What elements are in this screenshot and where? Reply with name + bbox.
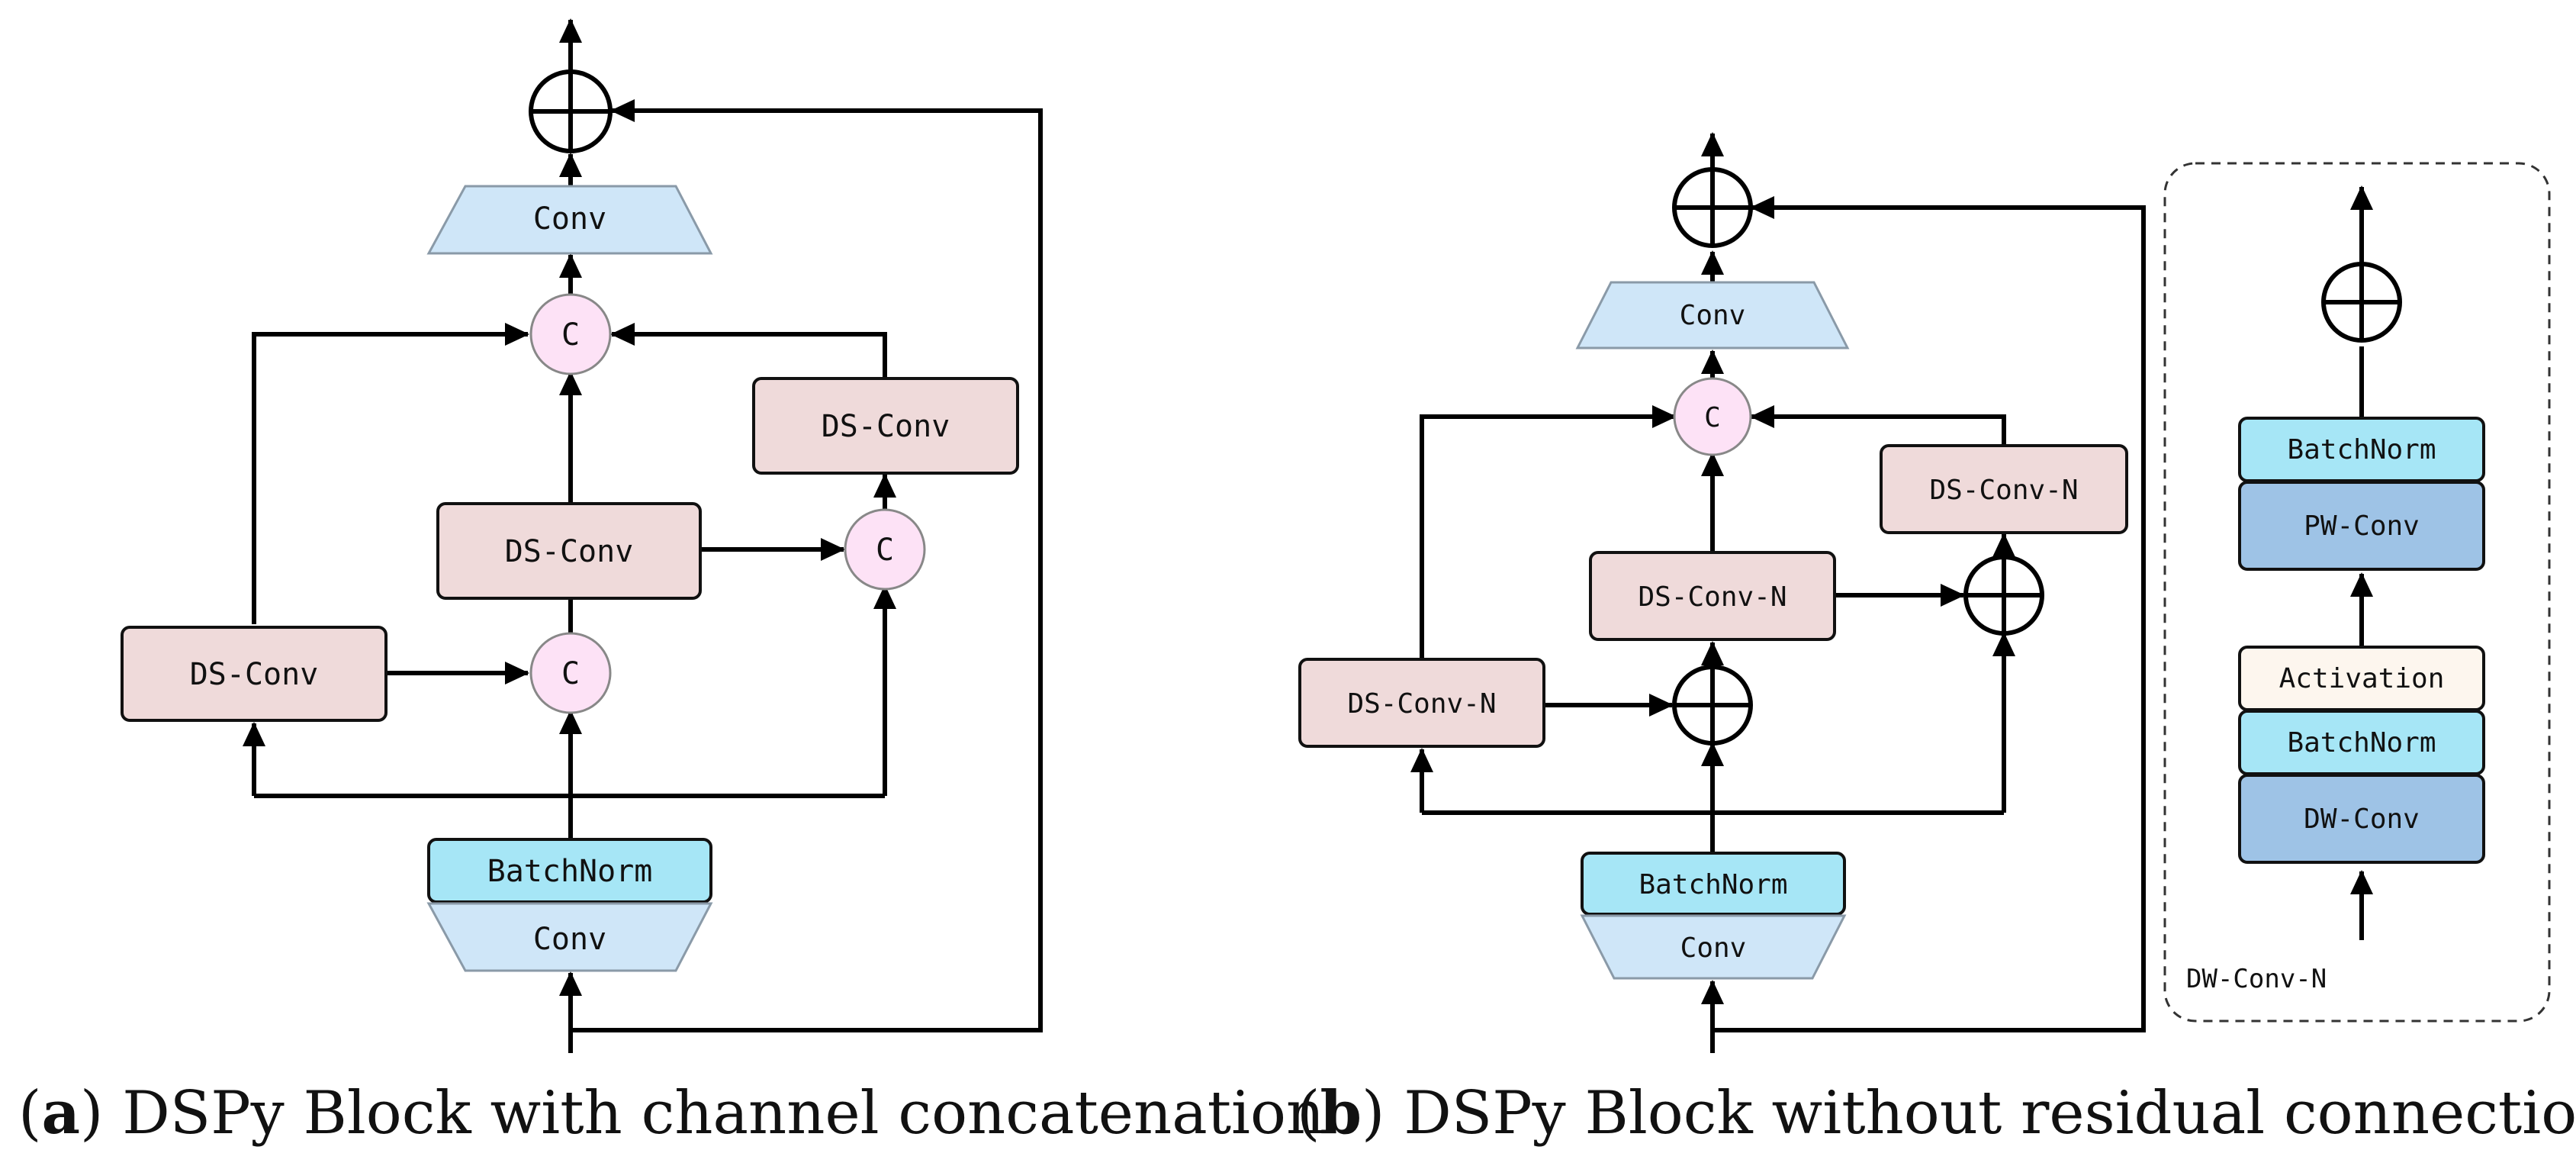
panel-b-concat-label: C xyxy=(1704,402,1721,433)
panel-a-ds-conv-mid-label: DS-Conv xyxy=(505,534,634,569)
inset-batchnorm-bottom-label: BatchNorm xyxy=(2287,727,2436,759)
inset-add-node xyxy=(2321,262,2402,343)
inset-dashed-border xyxy=(2163,162,2551,1023)
panel-a-batchnorm-label: BatchNorm xyxy=(487,854,653,889)
inset-dw-conv: DW-Conv xyxy=(2238,774,2485,864)
panel-a-add-node xyxy=(529,69,613,153)
panel-a-ds-conv-left-label: DS-Conv xyxy=(190,657,319,692)
panel-b-conv-top: Conv xyxy=(1575,281,1850,349)
panel-b-ds-conv-n-right-label: DS-Conv-N xyxy=(1929,475,2078,506)
panel-a-concat-right: C xyxy=(844,508,926,591)
panel-a-ds-conv-mid: DS-Conv xyxy=(436,502,702,600)
panel-b-ds-conv-n-left-label: DS-Conv-N xyxy=(1347,688,1496,720)
panel-a-concat-bottom-label: C xyxy=(561,656,580,691)
panel-a-concat-top-label: C xyxy=(561,317,580,353)
panel-a-connections xyxy=(243,18,1043,1053)
panel-b-caption-letter: b xyxy=(1320,1078,1362,1148)
inset-batchnorm-top: BatchNorm xyxy=(2238,417,2485,482)
panel-b-ds-conv-n-mid: DS-Conv-N xyxy=(1589,551,1836,641)
inset-pw-conv: PW-Conv xyxy=(2238,481,2485,571)
panel-a-conv-bottom: Conv xyxy=(426,902,713,972)
panel-b-caption-text: DSPy Block without residual connections xyxy=(1404,1079,2576,1148)
panel-b-ds-conv-n-mid-label: DS-Conv-N xyxy=(1638,581,1786,613)
panel-b-concat: C xyxy=(1673,377,1752,456)
inset-batchnorm-top-label: BatchNorm xyxy=(2287,434,2436,465)
panel-a-concat-right-label: C xyxy=(876,533,894,568)
panel-b-conv-bottom-label: Conv xyxy=(1680,932,1747,964)
panel-a-caption-text: DSPy Block with channel concatenation xyxy=(122,1079,1324,1148)
inset-title: DW-Conv-N xyxy=(2186,964,2327,994)
panel-a-ds-conv-right: DS-Conv xyxy=(752,377,1019,475)
panel-b-batchnorm: BatchNorm xyxy=(1581,852,1846,916)
inset-dw-conv-label: DW-Conv xyxy=(2304,804,2420,835)
panel-b-add-node-mid xyxy=(1672,665,1753,746)
panel-a-batchnorm: BatchNorm xyxy=(427,838,712,903)
panel-b-ds-conv-n-right: DS-Conv-N xyxy=(1880,444,2128,534)
inset-activation-label: Activation xyxy=(2279,663,2445,694)
panel-a: Conv C DS-Conv DS-Conv C DS-Conv xyxy=(18,18,1324,1148)
panel-a-concat-top: C xyxy=(529,293,612,375)
panel-b-conv-top-label: Conv xyxy=(1680,300,1746,331)
panel-b: Conv C DS-Conv-N DS-Conv-N DS-Conv-N xyxy=(1297,132,2576,1148)
inset-activation: Activation xyxy=(2238,646,2485,711)
inset-pw-conv-label: PW-Conv xyxy=(2304,511,2420,542)
panel-b-batchnorm-label: BatchNorm xyxy=(1639,869,1787,900)
panel-a-caption-letter: a xyxy=(41,1078,80,1148)
panel-b-add-node-right xyxy=(1963,555,2044,636)
inset-dw-conv-n: BatchNorm PW-Conv Activation BatchNorm D… xyxy=(2163,162,2551,1023)
inset-batchnorm-bottom: BatchNorm xyxy=(2238,710,2485,775)
panel-a-ds-conv-left: DS-Conv xyxy=(121,626,388,722)
panel-b-conv-bottom: Conv xyxy=(1580,914,1847,980)
panel-a-conv-top-label: Conv xyxy=(533,201,606,237)
panel-a-conv-top: Conv xyxy=(426,185,713,255)
panel-a-ds-conv-right-label: DS-Conv xyxy=(822,409,950,444)
panel-b-add-node-top xyxy=(1672,167,1753,248)
panel-b-connections xyxy=(1410,132,2146,1053)
panel-b-caption: (b) DSPy Block without residual connecti… xyxy=(1297,1078,2576,1148)
panel-a-conv-bottom-label: Conv xyxy=(533,922,606,957)
panel-b-ds-conv-n-left: DS-Conv-N xyxy=(1298,658,1545,748)
panel-a-concat-bottom: C xyxy=(529,632,612,714)
panel-a-caption: (a) DSPy Block with channel concatenatio… xyxy=(18,1078,1324,1148)
